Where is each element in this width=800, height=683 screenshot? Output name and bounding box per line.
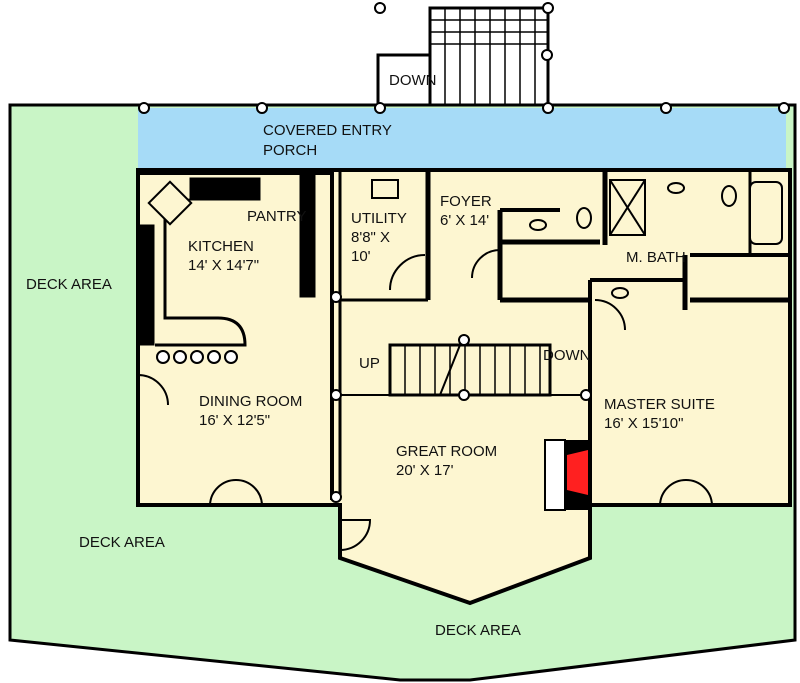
covered-porch	[138, 108, 786, 168]
bar-stools	[156, 350, 238, 364]
stairs-down-interior-label: DOWN	[543, 347, 591, 364]
porch-label: COVERED ENTRY	[263, 122, 392, 139]
foyer-label: FOYER	[440, 193, 492, 210]
utility-size: 8'8" X	[351, 229, 391, 246]
entry-stairs	[376, 6, 550, 107]
utility-size-2: 10'	[351, 248, 371, 265]
great-room-label: GREAT ROOM	[396, 443, 498, 460]
deck-area-left-label: DECK AREA	[26, 276, 112, 293]
dining-room-label: DINING ROOM	[199, 393, 303, 410]
foyer-size: 6' X 14'	[440, 212, 490, 229]
interior-stairs	[388, 343, 552, 397]
porch-label-2: PORCH	[263, 142, 318, 159]
fixtures	[147, 179, 783, 299]
master-bath-label: M. BATH	[626, 249, 686, 266]
fireplace	[544, 439, 590, 511]
utility-label: UTILITY	[351, 210, 407, 227]
pantry-label: PANTRY	[247, 208, 307, 225]
stairs-down-label: DOWN	[389, 72, 437, 89]
deck-area-bottom-label: DECK AREA	[435, 622, 521, 639]
kitchen-size: 14' X 14'7"	[188, 257, 260, 274]
master-suite-size: 16' X 15'10"	[604, 415, 684, 432]
master-suite-label: MASTER SUITE	[604, 396, 715, 413]
deck-area-bottom-left-label: DECK AREA	[79, 534, 165, 551]
interior-walls	[137, 169, 790, 551]
posts	[138, 2, 790, 503]
stairs-up-label: UP	[359, 355, 380, 372]
kitchen-label: KITCHEN	[188, 238, 254, 255]
great-room-size: 20' X 17'	[396, 462, 454, 479]
dining-room-size: 16' X 12'5"	[199, 412, 271, 429]
